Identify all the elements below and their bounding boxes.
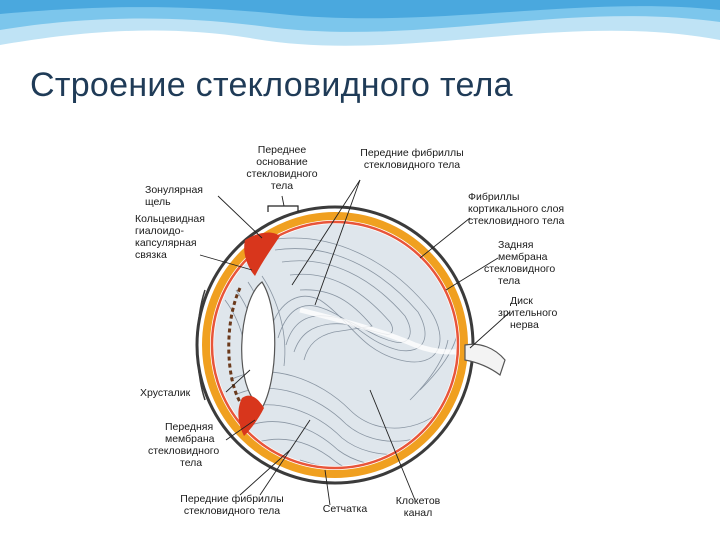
ciliary-body-upper [244, 232, 280, 276]
label-anterior-fibrils-bottom-1: Передние фибриллы [180, 493, 283, 505]
label-anterior-membrane-1: Передняя [165, 421, 213, 433]
cornea-line [196, 289, 206, 401]
label-optic-2: зрительного [498, 307, 558, 319]
label-posterior-2: мембрана [498, 251, 548, 263]
ciliary-body-lower [238, 395, 264, 436]
label-optic-3: нерва [510, 319, 539, 331]
retina-layer [210, 220, 460, 470]
label-anterior-membrane-4: тела [180, 457, 202, 469]
label-anterior-fibrils-bottom-2: стекловидного тела [184, 505, 280, 517]
label-anterior-base-2: основание [256, 156, 308, 168]
choroid-layer [202, 212, 468, 478]
header-wave [0, 0, 720, 46]
label-posterior-4: тела [498, 275, 520, 287]
label-lens: Хрусталик [140, 387, 191, 399]
label-anterior-membrane-2: мембрана [165, 433, 215, 445]
label-zonular-2: щель [145, 196, 171, 208]
label-zonular-1: Зонулярная [145, 184, 203, 196]
label-cortical-3: стекловидного тела [468, 215, 564, 227]
label-anterior-base-4: тела [271, 180, 293, 192]
label-cortical-2: кортикального слоя [468, 203, 564, 215]
label-posterior-1: Задняя [498, 239, 533, 251]
label-anterior-fibrils-top-1: Передние фибриллы [360, 147, 463, 159]
slide-title: Строение стекловидного тела [30, 66, 513, 104]
optic-nerve [464, 343, 506, 376]
label-ring-lig-4: связка [135, 249, 167, 261]
label-cortical-1: Фибриллы [468, 191, 519, 203]
label-ring-lig-3: капсулярная [135, 237, 197, 249]
label-ring-lig-1: Кольцевидная [135, 213, 205, 225]
iris-line [227, 287, 242, 403]
label-optic-1: Диск [510, 295, 533, 307]
label-anterior-fibrils-top-2: стекловидного тела [364, 159, 460, 171]
label-anterior-base-3: стекловидного [246, 168, 317, 180]
label-posterior-3: стекловидного [484, 263, 555, 275]
anterior-base-bracket [267, 205, 299, 212]
label-cloquet-2: канал [404, 507, 432, 519]
label-retina: Сетчатка [323, 503, 368, 515]
label-ring-lig-2: гиалоидо- [135, 225, 184, 237]
label-anterior-base-1: Переднее [258, 144, 307, 156]
label-cloquet-1: Клокетов [396, 495, 441, 507]
label-anterior-membrane-3: стекловидного [148, 445, 219, 457]
